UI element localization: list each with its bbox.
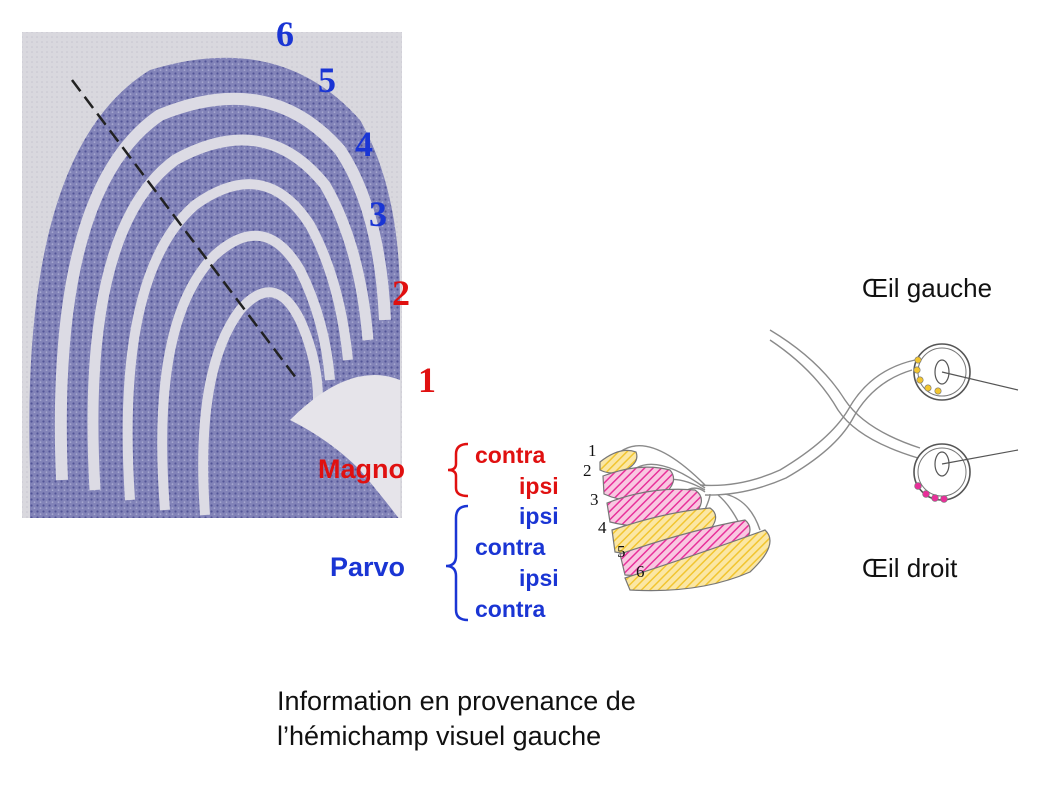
caption-line-1: Information en provenance de (277, 684, 636, 719)
lgn-layer-2-number: 2 (583, 462, 592, 479)
left-eye-icon (914, 344, 1018, 400)
left-eye-label: Œil gauche (862, 275, 992, 301)
lgn-layer-4-number: 4 (598, 519, 607, 536)
lgn-layer-6-number: 6 (636, 563, 645, 580)
lgn-layer-5-number: 5 (617, 543, 626, 560)
right-eye-label: Œil droit (862, 555, 957, 581)
lgn-layer-3-number: 3 (590, 491, 599, 508)
caption-line-2: l’hémichamp visuel gauche (277, 719, 636, 754)
right-eye-icon (914, 444, 1018, 502)
lgn-layer-1-number: 1 (588, 442, 597, 459)
caption: Information en provenance de l’hémichamp… (277, 684, 636, 754)
